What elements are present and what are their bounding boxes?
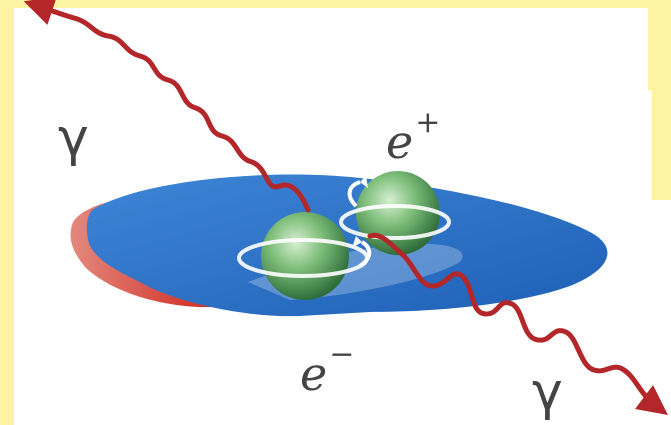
electron-symbol: e [300,347,327,401]
positron-symbol: e [386,115,413,169]
photon-bottom-label: γ [532,366,563,418]
positron-label: e+ [386,108,440,165]
positron-charge: + [415,105,440,140]
photon-top-label: γ [58,112,89,164]
electron-label: e− [300,340,354,397]
electron-charge: − [329,337,354,372]
